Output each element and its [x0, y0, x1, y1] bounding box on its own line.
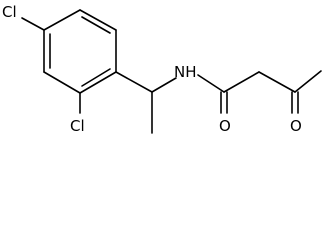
ring-double-bond-top-right [81, 16, 111, 34]
atom-label-ketone-o: O [290, 117, 302, 135]
bond-ring-ch [115, 71, 153, 93]
ring-bond-c3-c4 [79, 71, 117, 94]
atom-label-amide-o: O [219, 117, 231, 135]
bond-ch2-ketone-c [258, 71, 296, 93]
bond-ketone-c-methyl [294, 70, 322, 93]
benzene-ring [43, 9, 117, 94]
ring-bond-c4-c5 [43, 71, 81, 94]
bond-carbonyl-ch2 [223, 71, 260, 93]
atom-label-cl-para: Cl [2, 3, 17, 21]
bond-nh-carbonyl-c [197, 74, 225, 93]
atom-label-cl-ortho: Cl [70, 117, 85, 135]
bond-ch-nh [151, 77, 177, 93]
ring-bond-c1-c2 [79, 9, 117, 31]
ring-bond-c6-c1 [43, 9, 81, 31]
chemical-structure-canvas: Cl Cl NH O O [2, 3, 322, 135]
ring-double-bond-bottom-right [81, 68, 111, 87]
bond-ring-cl-para [21, 17, 45, 31]
molecule-diagram: Cl Cl NH O O [2, 3, 322, 135]
atom-label-nh: NH [174, 63, 197, 81]
